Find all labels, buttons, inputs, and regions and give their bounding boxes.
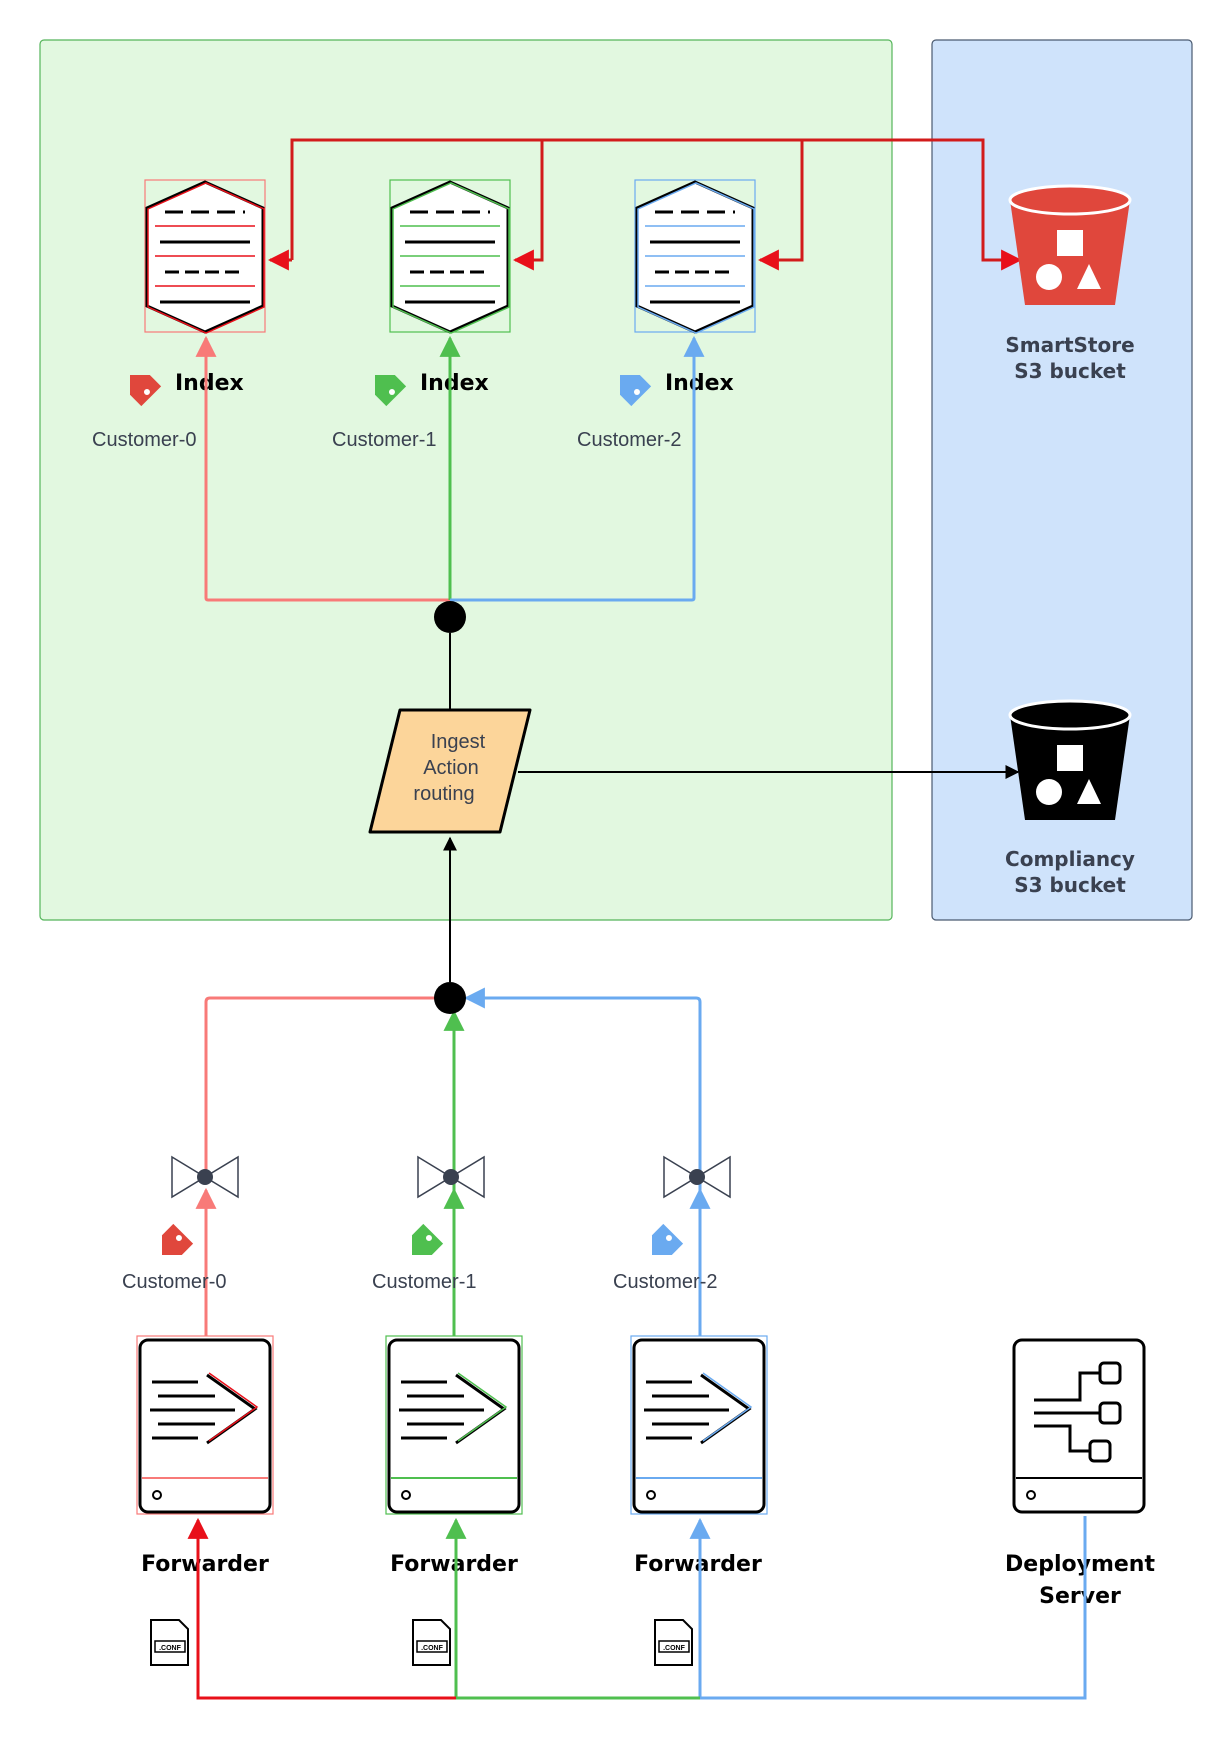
tag-icon <box>375 375 407 407</box>
forwarder-server-1[interactable] <box>385 1335 523 1515</box>
index-server-2[interactable] <box>634 179 756 334</box>
router-line-2: Action <box>423 757 479 779</box>
forwarder-server-0[interactable] <box>136 1335 274 1515</box>
config-distribution-lines <box>187 1516 1087 1700</box>
valve-icon <box>417 1155 485 1199</box>
filter-customer-0: Customer-0 <box>122 1271 226 1293</box>
svg-text:.CONF: .CONF <box>421 1645 444 1652</box>
index-label-2: Index <box>665 371 734 396</box>
conf-file-icon: .CONF <box>150 1619 189 1666</box>
compliancy-line-2: S3 bucket <box>1014 873 1126 897</box>
index-label-1: Index <box>420 371 489 396</box>
conf-file-icon: .CONF <box>412 1619 451 1666</box>
ingest-action-routing[interactable]: Ingest Action routing <box>368 708 532 834</box>
filter-customer-2: Customer-2 <box>613 1271 717 1293</box>
index-customer-2: Customer-2 <box>577 429 681 451</box>
bucket-icon <box>1008 184 1132 305</box>
deployment-line-1: Deployment <box>1005 1552 1155 1577</box>
index-customer-1: Customer-1 <box>332 429 436 451</box>
forwarder-label-0: Forwarder <box>141 1552 269 1577</box>
forwarder-label-2: Forwarder <box>634 1552 762 1577</box>
index-server-1[interactable] <box>389 179 511 334</box>
index-routing-lines <box>195 335 705 602</box>
smartstore-link <box>267 138 1023 271</box>
tag-icon <box>652 1223 684 1255</box>
forwarder-filter-lines <box>195 1187 711 1336</box>
tag-icon <box>162 1223 194 1255</box>
tag-icon <box>620 375 652 407</box>
svg-text:.CONF: .CONF <box>159 1645 182 1652</box>
router-line-3: routing <box>413 783 474 805</box>
conf-file-icon: .CONF <box>654 1619 693 1666</box>
index-label-0: Index <box>175 371 244 396</box>
tag-icon <box>412 1223 444 1255</box>
forwarder-label-1: Forwarder <box>390 1552 518 1577</box>
bucket-icon <box>1008 699 1132 820</box>
index-server-0[interactable] <box>144 179 266 334</box>
forwarder-server-2[interactable] <box>630 1335 768 1515</box>
filter-customer-1: Customer-1 <box>372 1271 476 1293</box>
compliancy-line-1: Compliancy <box>1005 847 1135 871</box>
valve-icon <box>663 1155 731 1199</box>
valve-icon <box>171 1155 239 1199</box>
deployment-line-2: Server <box>1039 1584 1121 1609</box>
index-customer-0: Customer-0 <box>92 429 196 451</box>
tag-icon <box>130 375 162 407</box>
network-icon <box>1034 1361 1122 1463</box>
smartstore-line-2: S3 bucket <box>1014 359 1126 383</box>
smartstore-line-1: SmartStore <box>1005 333 1134 357</box>
svg-text:.CONF: .CONF <box>663 1645 686 1652</box>
aggregate-junction <box>434 982 466 1014</box>
deployment-server[interactable] <box>1012 1338 1146 1514</box>
router-line-1: Ingest <box>431 731 486 753</box>
junction-node <box>434 601 466 633</box>
